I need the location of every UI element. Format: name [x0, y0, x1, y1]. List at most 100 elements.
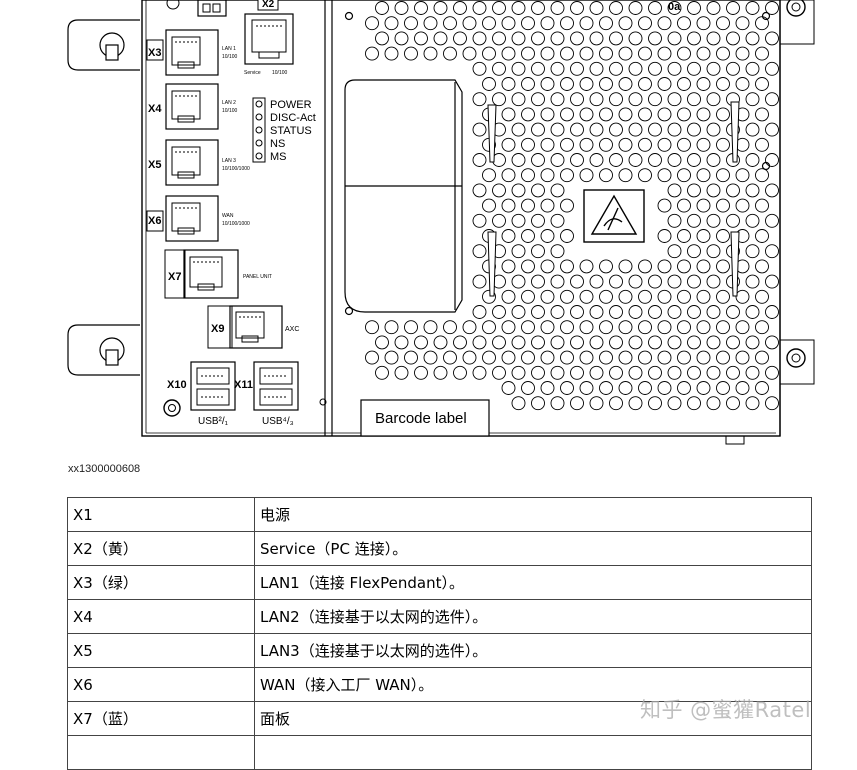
lan1-label: LAN 1 — [222, 46, 236, 52]
vent-hole — [511, 92, 526, 107]
vent-hole — [648, 31, 662, 46]
vent-hole — [540, 168, 555, 183]
vent-hole — [579, 289, 594, 304]
vent-hole — [618, 168, 633, 183]
vent-hole — [492, 365, 506, 380]
vent-hole — [677, 381, 691, 395]
vent-hole — [501, 198, 516, 213]
vent-hole — [570, 122, 584, 137]
vent-hole — [511, 61, 526, 76]
vent-hole — [677, 168, 691, 183]
vent-hole — [443, 320, 457, 335]
vent-hole — [550, 335, 565, 350]
vent-hole — [579, 259, 594, 274]
vent-hole — [677, 46, 691, 61]
vent-hole — [482, 46, 496, 61]
vent-hole — [550, 305, 565, 319]
vent-hole — [609, 335, 623, 350]
vent-hole — [501, 16, 516, 31]
vent-hole — [570, 335, 584, 350]
vent-hole — [618, 137, 633, 152]
vent-hole — [706, 396, 721, 411]
vent-hole — [511, 213, 526, 228]
vent-hole — [726, 365, 740, 380]
vent-hole — [384, 16, 399, 31]
vent-hole — [511, 183, 526, 198]
vent-hole — [765, 365, 779, 380]
lan2-speed-label: 10/100 — [222, 108, 238, 114]
vent-hole — [472, 274, 487, 289]
vent-hole — [657, 16, 672, 31]
vent-hole — [482, 198, 496, 213]
vent-hole — [628, 274, 643, 289]
vent-hole — [687, 213, 701, 228]
vent-hole — [501, 137, 516, 152]
vent-hole — [755, 320, 769, 335]
vent-hole — [560, 168, 574, 183]
vent-hole — [482, 320, 496, 335]
axc-label: AXC — [285, 326, 299, 333]
vent-hole — [540, 350, 555, 365]
vent-hole — [599, 320, 613, 335]
vent-hole — [648, 305, 662, 319]
description-cell: 电源 — [254, 497, 812, 532]
vent-hole — [755, 259, 769, 274]
vent-hole — [609, 153, 623, 167]
vent-hole — [755, 198, 769, 213]
vent-hole — [628, 153, 643, 167]
vent-hole — [706, 61, 721, 76]
corner-marking: 0a — [668, 1, 681, 13]
vent-hole — [628, 305, 643, 319]
vent-hole — [599, 259, 613, 274]
table-row: X7（蓝） 面板 — [67, 701, 812, 736]
vent-hole — [550, 244, 565, 259]
vent-hole — [589, 31, 604, 46]
vent-hole — [638, 46, 652, 61]
port-cell — [67, 735, 255, 770]
x10-usb-port: X10 USB²/₁ — [167, 361, 236, 427]
vent-hole — [501, 77, 516, 91]
vent-hole — [540, 229, 555, 243]
table-row: X4 LAN2（连接基于以太网的选件）。 — [67, 599, 812, 634]
vent-hole — [531, 183, 545, 198]
vent-hole — [726, 396, 740, 411]
vent-hole — [404, 350, 418, 365]
vent-hole — [677, 289, 691, 304]
vent-hole — [618, 16, 633, 31]
vent-hole — [648, 274, 662, 289]
vent-hole — [765, 335, 779, 350]
port-cell: X4 — [67, 599, 255, 634]
vent-hole — [423, 46, 438, 61]
x4-lan2-port: X4 LAN 2 10/100 — [148, 83, 238, 130]
vent-hole — [375, 365, 389, 380]
vent-hole — [472, 365, 487, 380]
x6-label: X6 — [148, 215, 161, 227]
vent-hole — [521, 350, 535, 365]
vent-hole — [482, 350, 496, 365]
vent-hole — [521, 46, 535, 61]
vent-hole — [501, 229, 516, 243]
vent-hole — [453, 1, 467, 15]
vent-hole — [687, 244, 701, 259]
vent-hole — [726, 61, 740, 76]
vent-hole — [735, 46, 750, 61]
vent-hole — [560, 46, 574, 61]
vent-hole — [765, 213, 779, 228]
vent-hole — [560, 320, 574, 335]
barcode-label-area: Barcode label — [360, 399, 490, 437]
vent-hole — [735, 350, 750, 365]
vent-hole — [462, 320, 477, 335]
vent-hole — [365, 46, 379, 61]
vent-hole — [687, 61, 701, 76]
vent-hole — [765, 396, 779, 411]
vent-hole — [745, 274, 760, 289]
vent-hole — [589, 365, 604, 380]
vent-hole — [540, 46, 555, 61]
vent-hole — [492, 1, 506, 15]
vent-hole — [414, 31, 428, 46]
vent-hole — [521, 229, 535, 243]
vent-hole — [618, 320, 633, 335]
vent-hole — [657, 46, 672, 61]
vent-hole — [492, 335, 506, 350]
vent-hole — [648, 365, 662, 380]
